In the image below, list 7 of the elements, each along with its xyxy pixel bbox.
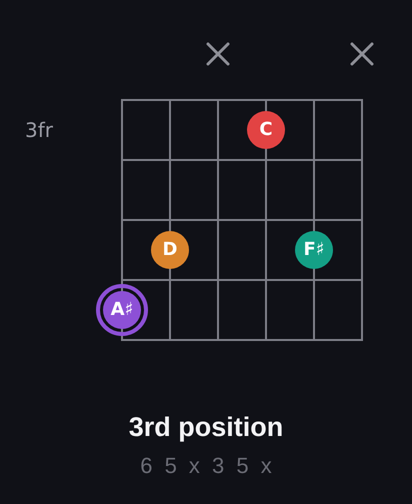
chord-title: 3rd position (128, 412, 284, 442)
fret-number: 3fr (25, 118, 53, 142)
root-note-dot: A♯ (96, 284, 148, 336)
note-dot: F♯ (295, 231, 333, 269)
note-dot: C (247, 111, 285, 149)
note-dot: D (151, 231, 189, 269)
fingering-caption: 6 5 x 3 5 x (139, 453, 275, 478)
